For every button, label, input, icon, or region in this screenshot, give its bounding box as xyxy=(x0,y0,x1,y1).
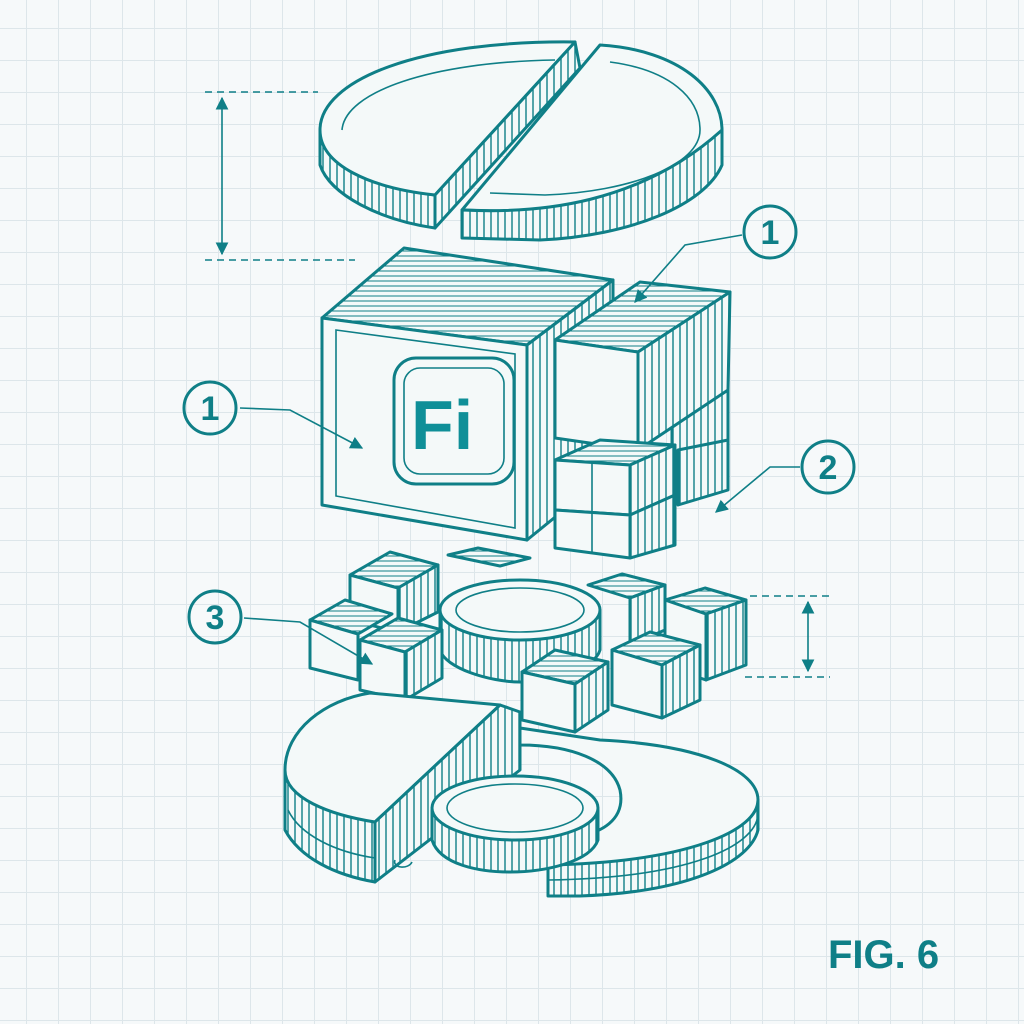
bottom-split-disc xyxy=(283,691,760,898)
side-block-stack xyxy=(553,280,732,560)
height-dimension-ring xyxy=(745,595,830,678)
cube-ring xyxy=(308,546,748,734)
callout-3-label: 3 xyxy=(206,599,225,637)
height-dimension-top xyxy=(205,91,355,261)
callout-1-right: 1 xyxy=(634,204,798,303)
callout-3: 3 xyxy=(187,589,374,665)
callout-1-right-label: 1 xyxy=(761,214,780,252)
callout-2: 2 xyxy=(715,439,856,513)
callout-2-label: 2 xyxy=(819,449,838,487)
figure-label: FIG. 6 xyxy=(828,933,939,977)
fi-logo-tile: Fi xyxy=(392,356,516,486)
callout-1-left-label: 1 xyxy=(201,390,220,428)
top-split-disc xyxy=(318,40,724,242)
fi-logo-text: Fi xyxy=(411,386,473,464)
callout-1-left: 1 xyxy=(182,380,364,449)
